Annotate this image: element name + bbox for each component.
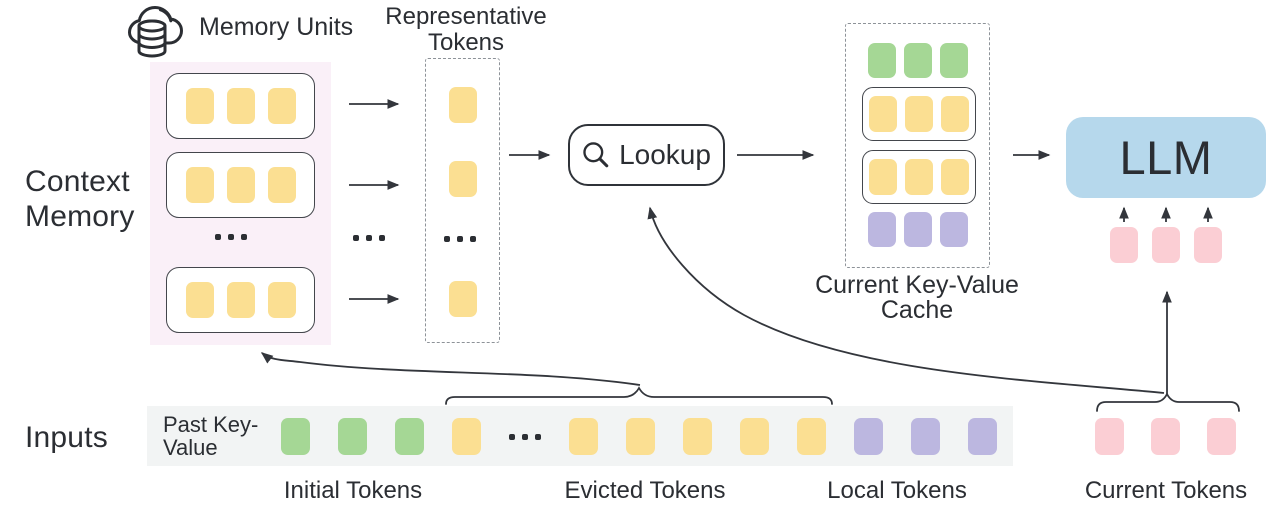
current-kv-cache-label: Current Key-Value Cache <box>815 271 1019 324</box>
cache-yellow-token <box>869 159 897 195</box>
representative-token <box>449 87 477 123</box>
memory-units-label: Memory Units <box>199 13 354 41</box>
green-token <box>395 418 424 455</box>
memory-token <box>267 88 296 124</box>
memory-token <box>185 282 214 318</box>
purple-token <box>911 418 940 455</box>
cache-yellow-token <box>905 159 933 195</box>
current-kv-cache-box <box>845 23 990 268</box>
cache-yellow-token <box>941 96 969 132</box>
memory-unit <box>166 73 315 139</box>
current-tokens-brace <box>1096 391 1240 412</box>
representative-tokens-label: Representative Tokens <box>385 3 547 56</box>
llm-input-tokens <box>1110 227 1222 263</box>
cache-memory-unit <box>862 87 976 141</box>
cache-yellow-token <box>905 96 933 132</box>
purple-token <box>968 418 997 455</box>
lookup-box: Lookup <box>568 124 725 186</box>
lookup-label: Lookup <box>619 139 711 170</box>
past-key-value-label: Past Key-Value <box>163 412 259 460</box>
cache-initial-row <box>846 43 989 78</box>
memory-token <box>226 167 255 203</box>
current-tokens-group <box>1095 418 1236 455</box>
ellipsis-icon <box>353 235 385 241</box>
cache-local-row <box>846 212 989 247</box>
context-memory-label: Context Memory <box>25 165 135 233</box>
yellow-token <box>797 418 826 455</box>
past-key-value-strip: Past Key-Value <box>147 406 1013 466</box>
memory-token <box>185 167 214 203</box>
current-token <box>1151 418 1180 455</box>
inputs-label: Inputs <box>25 421 108 454</box>
evicted-tokens-label: Evicted Tokens <box>564 477 726 504</box>
local-tokens-label: Local Tokens <box>827 477 967 504</box>
initial-tokens-label: Initial Tokens <box>283 477 423 504</box>
magnifier-icon <box>582 141 610 169</box>
past-token-sequence <box>281 418 997 455</box>
cache-green-token <box>903 43 932 78</box>
evicted-to-memory-arrow <box>260 352 641 386</box>
cache-yellow-token <box>869 96 897 132</box>
representative-tokens-box <box>425 58 500 343</box>
representative-token <box>449 161 477 197</box>
yellow-token <box>626 418 655 455</box>
cache-purple-token <box>903 212 932 247</box>
memory-token <box>226 88 255 124</box>
green-token <box>338 418 367 455</box>
cache-purple-token <box>867 212 896 247</box>
llm-input-token <box>1194 227 1222 263</box>
llm-input-token <box>1110 227 1138 263</box>
llm-input-token <box>1152 227 1180 263</box>
current-token <box>1095 418 1124 455</box>
cache-memory-unit <box>862 150 976 204</box>
green-token <box>281 418 310 455</box>
current-token <box>1207 418 1236 455</box>
cache-yellow-token <box>941 159 969 195</box>
context-memory-panel <box>150 62 331 345</box>
ellipsis-icon <box>444 236 476 242</box>
memory-token <box>267 167 296 203</box>
yellow-token <box>740 418 769 455</box>
cache-purple-token <box>939 212 968 247</box>
yellow-token <box>569 418 598 455</box>
yellow-token <box>452 418 481 455</box>
cloud-database-icon <box>126 1 190 59</box>
representative-token <box>449 281 477 317</box>
cache-green-token <box>867 43 896 78</box>
purple-token <box>854 418 883 455</box>
current-tokens-label: Current Tokens <box>1084 477 1248 504</box>
llm-box: LLM <box>1066 117 1266 198</box>
llm-label: LLM <box>1119 131 1213 184</box>
yellow-token <box>683 418 712 455</box>
cache-green-token <box>939 43 968 78</box>
ellipsis-icon <box>509 433 541 440</box>
ellipsis-icon <box>215 234 247 240</box>
memory-unit <box>166 152 315 218</box>
evicted-tokens-brace <box>445 386 833 405</box>
memory-token <box>226 282 255 318</box>
memory-unit <box>166 267 315 333</box>
memory-token <box>267 282 296 318</box>
memory-token <box>185 88 214 124</box>
